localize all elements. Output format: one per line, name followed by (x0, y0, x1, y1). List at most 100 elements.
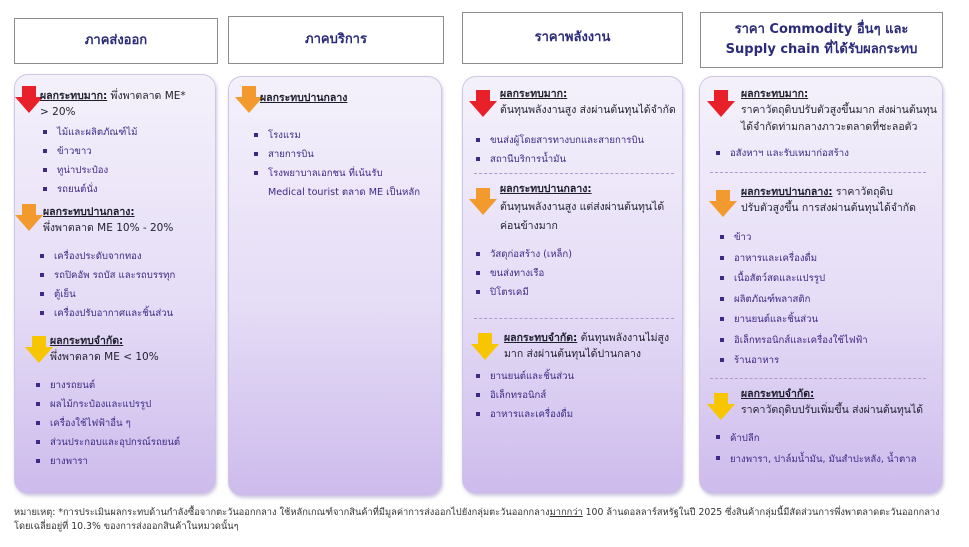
header-export: ภาคส่งออก (14, 18, 218, 64)
energy-high-list: ขนส่งผู้โดยสารทางบกและสายการบิน สถานีบริ… (476, 131, 644, 169)
list-item: ข้าวขาว (43, 142, 137, 161)
footnote-part1: หมายเหตุ: *การประเมินผลกระทบด้านกำลังซื้… (14, 507, 550, 518)
yellow-down-arrow-icon (471, 333, 499, 360)
yellow-down-arrow-icon (707, 393, 735, 420)
list-item: ทูน่าประป๋อง (43, 161, 137, 180)
list-item: ขนส่งทางเรือ (476, 264, 572, 283)
commodity-high-list: อสังหาฯ และรับเหมาก่อสร้าง (716, 144, 849, 163)
separator (710, 172, 926, 173)
list-item: ส่วนประกอบและอุปกรณ์รถยนต์ (36, 433, 180, 452)
separator (474, 318, 674, 319)
red-down-arrow-icon (469, 90, 497, 117)
footnote-part2: 100 ล้านดอลลาร์สหรัฐในปี 2025 ซึ่งสินค้า… (14, 507, 940, 533)
panel-energy (462, 76, 683, 494)
list-item: ปิโตรเคมี (476, 283, 572, 302)
list-item: โรงพยาบาลเอกชน ที่เน้นรับ (254, 164, 420, 183)
energy-low-desc2: มาก ส่งผ่านต้นทุนได้ปานกลาง (504, 348, 642, 361)
export-low-label: ผลกระทบจำกัด: (50, 335, 124, 347)
orange-down-arrow-icon (235, 86, 263, 113)
service-mid-list: โรงแรม สายการบิน โรงพยาบาลเอกชน ที่เน้นร… (254, 126, 420, 202)
energy-low-label: ผลกระทบจำกัด: (504, 332, 578, 344)
energy-high-title: ผลกระทบมาก: ต้นทุนพลังงานสูง ส่งผ่านต้นท… (500, 86, 680, 119)
energy-low-desc1: ต้นทุนพลังงานไม่สูง (577, 332, 670, 344)
panel-commodity (699, 76, 943, 494)
list-item: ค้าปลีก (716, 428, 916, 449)
energy-low-list: ยานยนต์และชิ้นส่วน อิเล็กทรอนิกส์ อาหารแ… (476, 367, 574, 424)
list-item: ข้าว (720, 228, 868, 249)
commodity-high-desc1: ราคาวัตถุดิบปรับตัวสูงขึ้นมาก ส่งผ่านต้น… (741, 104, 937, 117)
header-commodity-line2: Supply chain ที่ได้รับผลกระทบ (725, 42, 918, 57)
commodity-low-desc: ราคาวัตถุดิบปรับเพิ่มขึ้น ส่งผ่านต้นทุนไ… (741, 404, 924, 417)
service-mid-title: ผลกระทบปานกลาง (260, 90, 430, 106)
header-export-label: ภาคส่งออก (84, 32, 148, 48)
export-high-label: ผลกระทบมาก: (40, 90, 108, 102)
energy-mid-label: ผลกระทบปานกลาง: (500, 183, 592, 195)
footnote-emphasis: มากกว่า (549, 507, 583, 518)
export-mid-title: ผลกระทบปานกลาง: พึ่งพาตลาด ME 10% - 20% (43, 204, 213, 237)
commodity-mid-list: ข้าว อาหารและเครื่องดื่ม เนื้อสัตว์สดและ… (720, 228, 868, 372)
list-item: ผลไม้กระป๋องและแปรรูป (36, 395, 180, 414)
export-low-desc: พึ่งพาตลาด ME < 10% (50, 351, 159, 364)
commodity-low-list: ค้าปลีก ยางพารา, ปาล์มน้ำมัน, มันสำปะหลั… (716, 428, 916, 470)
header-commodity-line1: ราคา Commodity อื่นๆ และ (734, 21, 909, 37)
yellow-down-arrow-icon (25, 336, 53, 363)
export-low-title: ผลกระทบจำกัด: พึ่งพาตลาด ME < 10% (50, 333, 210, 366)
list-item: ตู้เย็น (40, 285, 175, 304)
energy-low-title: ผลกระทบจำกัด: ต้นทุนพลังงานไม่สูง มาก ส่… (504, 330, 684, 363)
list-item: อสังหาฯ และรับเหมาก่อสร้าง (716, 144, 849, 163)
list-item: สายการบิน (254, 145, 420, 164)
list-item: อาหารและเครื่องดื่ม (476, 405, 574, 424)
commodity-mid-label: ผลกระทบปานกลาง: (741, 186, 833, 198)
export-mid-label: ผลกระทบปานกลาง: (43, 206, 135, 218)
list-item: อาหารและเครื่องดื่ม (720, 249, 868, 270)
commodity-mid-desc2: ปรับตัวสูงขึ้น การส่งผ่านต้นทุนได้จำกัด (741, 202, 916, 215)
list-item: โรงแรม (254, 126, 420, 145)
list-item: อิเล็กทรอนิกส์และเครื่องใช้ไฟฟ้า (720, 331, 868, 352)
list-item: ร้านอาหาร (720, 351, 868, 372)
export-high-desc2: > 20% (40, 106, 76, 119)
orange-down-arrow-icon (709, 190, 737, 217)
list-item: อิเล็กทรอนิกส์ (476, 386, 574, 405)
energy-mid-list: วัสดุก่อสร้าง (เหล็ก) ขนส่งทางเรือ ปิโตร… (476, 245, 572, 302)
energy-mid-desc1: ต้นทุนพลังงานสูง แต่ส่งผ่านต้นทุนได้ (500, 201, 665, 214)
list-item: ยางรถยนต์ (36, 376, 180, 395)
energy-mid-desc2: ค่อนข้างมาก (500, 219, 558, 232)
panel-service (228, 76, 442, 496)
list-item: วัสดุก่อสร้าง (เหล็ก) (476, 245, 572, 264)
commodity-mid-desc1: ราคาวัตถุดิบ (832, 186, 893, 198)
list-item: สถานีบริการน้ำมัน (476, 150, 644, 169)
energy-high-desc: ต้นทุนพลังงานสูง ส่งผ่านต้นทุนได้จำกัด (500, 104, 676, 117)
red-down-arrow-icon (15, 86, 43, 113)
export-mid-desc: พึ่งพาตลาด ME 10% - 20% (43, 222, 174, 235)
header-energy-label: ราคาพลังงาน (534, 29, 611, 45)
separator (710, 378, 926, 379)
list-item: ยานยนต์และชิ้นส่วน (476, 367, 574, 386)
orange-down-arrow-icon (15, 204, 43, 231)
list-item: รถยนต์นั่ง (43, 180, 137, 199)
commodity-low-label: ผลกระทบจำกัด: (741, 388, 815, 400)
list-item: เนื้อสัตว์สดและแปรรูป (720, 269, 868, 290)
list-item: ผลิตภัณฑ์พลาสติก (720, 290, 868, 311)
header-commodity: ราคา Commodity อื่นๆ และ Supply chain ที่… (700, 12, 943, 68)
list-item: ยางพารา (36, 452, 180, 471)
export-mid-list: เครื่องประดับจากทอง รถปิคอัพ รถบัส และรถ… (40, 247, 175, 323)
red-down-arrow-icon (707, 90, 735, 117)
energy-high-label: ผลกระทบมาก: (500, 88, 568, 100)
header-service: ภาคบริการ (228, 16, 444, 64)
separator (474, 173, 674, 174)
orange-down-arrow-icon (469, 188, 497, 215)
export-high-title: ผลกระทบมาก: พึ่งพาตลาด ME* > 20% (40, 88, 212, 121)
list-item: ขนส่งผู้โดยสารทางบกและสายการบิน (476, 131, 644, 150)
panel-export (14, 74, 216, 494)
list-item: เครื่องประดับจากทอง (40, 247, 175, 266)
commodity-high-title: ผลกระทบมาก: ราคาวัตถุดิบปรับตัวสูงขึ้นมา… (741, 86, 941, 135)
export-high-list: ไม้และผลิตภัณฑ์ไม้ ข้าวขาว ทูน่าประป๋อง … (43, 123, 137, 199)
header-service-label: ภาคบริการ (305, 31, 367, 47)
commodity-mid-title: ผลกระทบปานกลาง: ราคาวัตถุดิบ ปรับตัวสูงข… (741, 184, 941, 217)
list-item: ยานยนต์และชิ้นส่วน (720, 310, 868, 331)
export-high-desc1: พึ่งพาตลาด ME* (107, 90, 186, 102)
list-item: รถปิคอัพ รถบัส และรถบรรทุก (40, 266, 175, 285)
commodity-high-label: ผลกระทบมาก: (741, 88, 809, 100)
list-item: ยางพารา, ปาล์มน้ำมัน, มันสำปะหลัง, น้ำตา… (716, 449, 916, 470)
list-item: ไม้และผลิตภัณฑ์ไม้ (43, 123, 137, 142)
